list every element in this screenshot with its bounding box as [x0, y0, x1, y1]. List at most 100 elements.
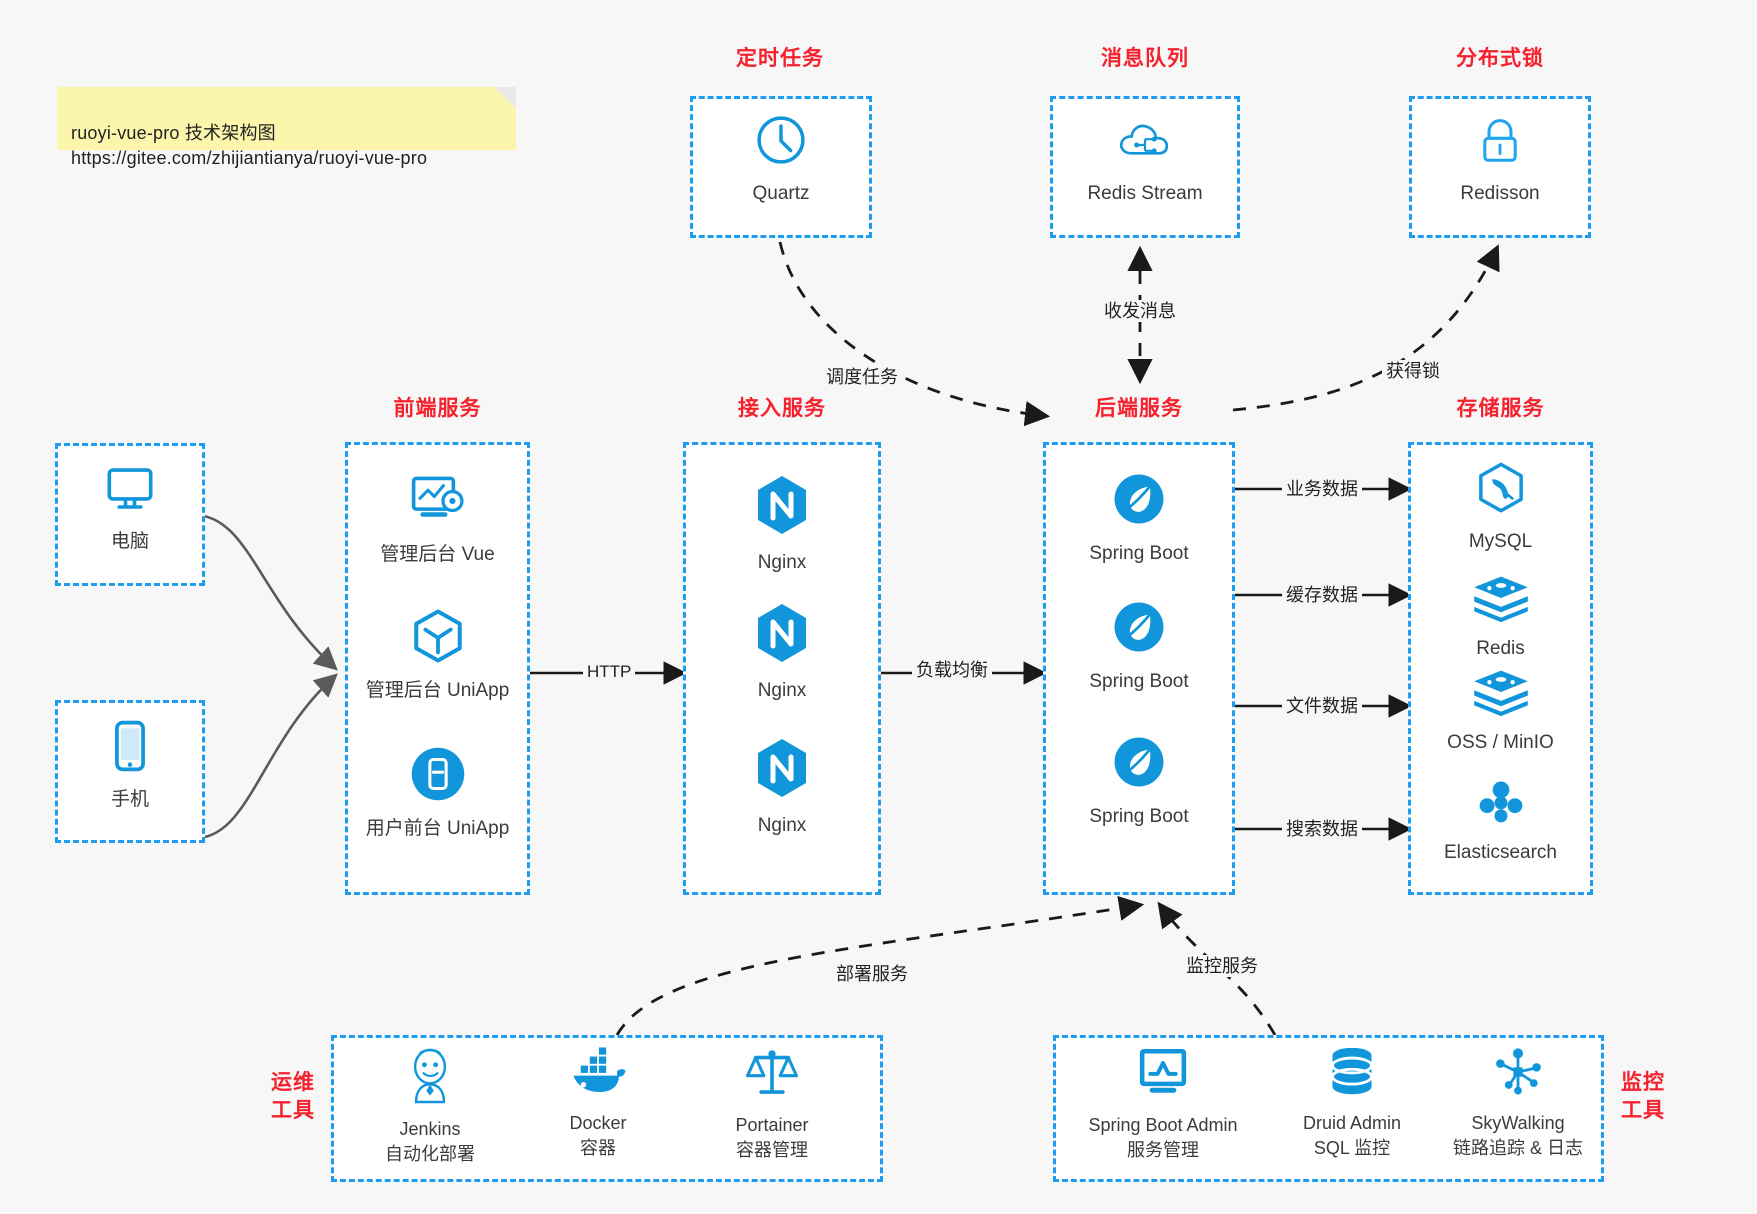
node-label: Redis	[1476, 638, 1525, 659]
node-label: Jenkins 自动化部署	[385, 1119, 475, 1164]
node-skywalking[interactable]: SkyWalking 链路追踪 & 日志	[1432, 1046, 1604, 1161]
note-fold-corner	[494, 87, 516, 109]
node-nginx-1[interactable]: Nginx	[683, 473, 881, 575]
spring-leaf-icon	[1110, 598, 1168, 661]
redis-stack-icon	[1470, 573, 1532, 628]
group-title-storage: 存储服务	[1456, 397, 1545, 420]
node-label: Elasticsearch	[1444, 842, 1557, 863]
padlock-icon	[1473, 112, 1527, 173]
node-spring-boot-1[interactable]: Spring Boot	[1043, 470, 1235, 566]
node-portainer[interactable]: Portainer 容器管理	[678, 1046, 866, 1163]
node-label: Portainer 容器管理	[735, 1115, 809, 1160]
sticky-note: ruoyi-vue-pro 技术架构图 https://gitee.com/zh…	[57, 87, 516, 168]
node-label: Spring Boot Admin 服务管理	[1088, 1115, 1238, 1160]
app-window-icon	[409, 745, 467, 808]
skywalking-node-icon	[1490, 1046, 1546, 1103]
node-label: 用户前台 UniApp	[365, 818, 510, 839]
docker-whale-icon	[568, 1046, 628, 1103]
node-label: Redisson	[1460, 183, 1540, 204]
group-title-scheduler: 定时任务	[736, 47, 824, 70]
node-label: Spring Boot	[1089, 671, 1189, 692]
node-label: Spring Boot	[1089, 806, 1189, 827]
dashboard-gear-icon	[407, 473, 469, 534]
group-title-devops: 运维 工具	[271, 1071, 315, 1122]
node-label: Redis Stream	[1087, 183, 1203, 204]
edge-label-business-data: 业务数据	[1282, 478, 1362, 500]
mysql-dolphin-icon	[1473, 460, 1529, 521]
node-redisson[interactable]: Redisson	[1409, 112, 1591, 206]
database-icon	[1325, 1046, 1379, 1103]
sticky-note-text: ruoyi-vue-pro 技术架构图 https://gitee.com/zh…	[71, 123, 428, 168]
node-label: SkyWalking 链路追踪 & 日志	[1452, 1113, 1583, 1158]
group-box-client-desktop	[55, 443, 205, 586]
group-title-frontend: 前端服务	[393, 397, 482, 420]
node-druid-admin[interactable]: Druid Admin SQL 监控	[1268, 1046, 1436, 1161]
node-redis[interactable]: Redis	[1408, 573, 1593, 661]
scales-icon	[743, 1046, 801, 1105]
edge-label-search-data: 搜索数据	[1282, 818, 1362, 840]
node-nginx-3[interactable]: Nginx	[683, 736, 881, 838]
node-jenkins[interactable]: Jenkins 自动化部署	[344, 1046, 516, 1167]
node-spring-boot-2[interactable]: Spring Boot	[1043, 598, 1235, 694]
spring-leaf-icon	[1110, 733, 1168, 796]
node-label: MySQL	[1468, 531, 1533, 552]
spring-leaf-icon	[1110, 470, 1168, 533]
node-desktop[interactable]: 电脑	[55, 462, 205, 554]
node-label: Nginx	[757, 680, 807, 701]
edge-label-http: HTTP	[583, 661, 636, 683]
edge-label-cache-data: 缓存数据	[1282, 584, 1362, 606]
cloud-stream-icon	[1115, 112, 1175, 173]
group-title-monitor: 监控 工具	[1621, 1071, 1665, 1122]
edge-label-monitor-service: 监控服务	[1182, 955, 1262, 977]
node-label: 手机	[110, 789, 149, 810]
node-nginx-2[interactable]: Nginx	[683, 601, 881, 703]
node-mysql[interactable]: MySQL	[1408, 460, 1593, 554]
group-box-monitor	[1053, 1035, 1604, 1182]
node-redis-stream[interactable]: Redis Stream	[1050, 112, 1240, 206]
edge-label-schedule-task: 调度任务	[822, 366, 902, 388]
node-oss-minio[interactable]: OSS / MinIO	[1408, 667, 1593, 755]
node-label: 管理后台 Vue	[380, 544, 495, 565]
desktop-monitor-icon	[101, 462, 159, 521]
redis-stack-icon	[1470, 667, 1532, 722]
group-box-mq	[1050, 96, 1240, 238]
edge-label-send-receive: 收发消息	[1100, 300, 1180, 322]
monitor-chart-icon	[1134, 1046, 1192, 1105]
node-label: Docker 容器	[569, 1113, 627, 1158]
node-label: Druid Admin SQL 监控	[1302, 1113, 1402, 1158]
node-spring-boot-3[interactable]: Spring Boot	[1043, 733, 1235, 829]
edge-label-deploy-service: 部署服务	[832, 963, 912, 985]
node-admin-uniapp[interactable]: 管理后台 UniApp	[345, 607, 530, 703]
group-title-lock: 分布式锁	[1456, 47, 1544, 70]
node-label: OSS / MinIO	[1447, 732, 1554, 753]
group-box-devops	[331, 1035, 883, 1182]
node-label: Quartz	[752, 183, 810, 204]
group-box-frontend	[345, 442, 530, 895]
group-title-gateway: 接入服务	[738, 397, 826, 420]
edge-label-acquire-lock: 获得锁	[1382, 360, 1444, 382]
node-mobile[interactable]: 手机	[55, 718, 205, 812]
group-title-backend: 后端服务	[1095, 397, 1183, 420]
node-label: Nginx	[757, 815, 807, 836]
edge-label-file-data: 文件数据	[1282, 695, 1362, 717]
node-label: Nginx	[757, 552, 807, 573]
jenkins-butler-icon	[403, 1046, 457, 1109]
node-spring-boot-admin[interactable]: Spring Boot Admin 服务管理	[1060, 1046, 1266, 1163]
node-label: 管理后台 UniApp	[365, 680, 510, 701]
edge-label-load-balance: 负载均衡	[912, 659, 992, 681]
nginx-icon	[752, 736, 812, 805]
nginx-icon	[752, 473, 812, 542]
node-user-uniapp[interactable]: 用户前台 UniApp	[345, 745, 530, 841]
node-label: Spring Boot	[1089, 543, 1189, 564]
mobile-phone-icon	[109, 718, 151, 779]
node-elasticsearch[interactable]: Elasticsearch	[1408, 775, 1593, 865]
node-admin-vue[interactable]: 管理后台 Vue	[345, 473, 530, 567]
group-title-mq: 消息队列	[1101, 47, 1189, 70]
nginx-icon	[752, 601, 812, 670]
node-docker[interactable]: Docker 容器	[512, 1046, 684, 1161]
node-quartz[interactable]: Quartz	[690, 112, 872, 206]
clock-icon	[753, 112, 809, 173]
elasticsearch-icon	[1473, 775, 1529, 832]
node-label: 电脑	[110, 531, 149, 552]
